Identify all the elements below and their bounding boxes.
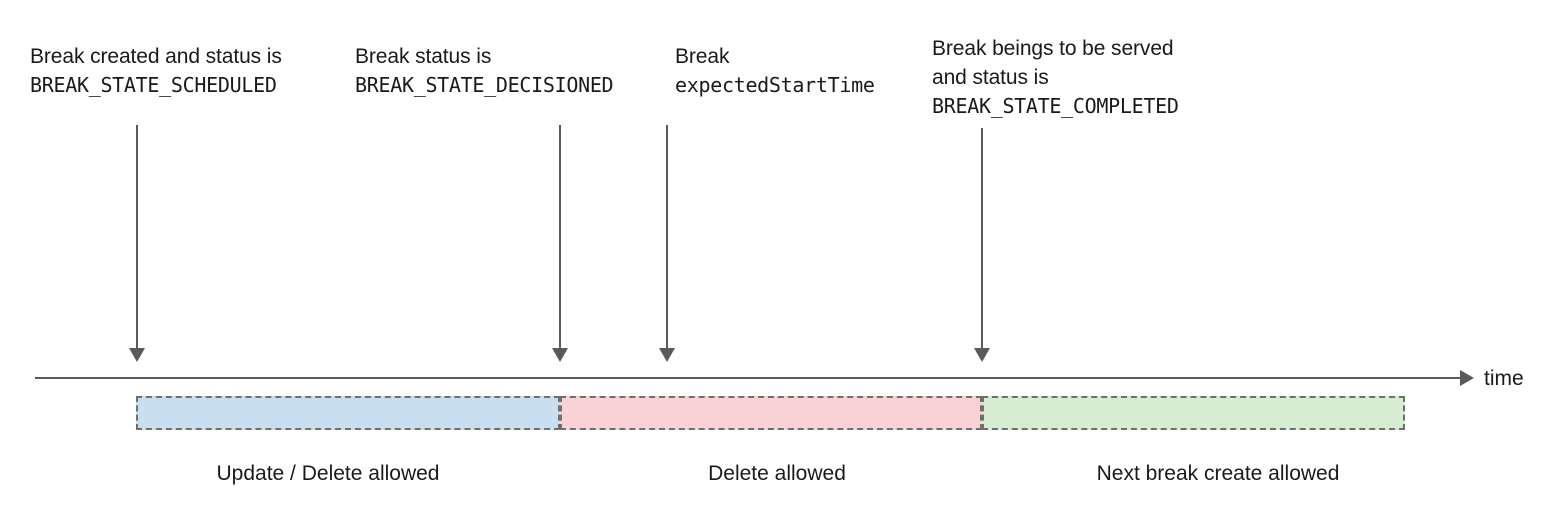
annotation-scheduled-line-1: Break created and status is	[30, 45, 282, 68]
arrow-right-icon	[1460, 370, 1474, 386]
annotation-completed-line-2: and status is	[932, 66, 1049, 89]
annotation-scheduled-code: BREAK_STATE_SCHEDULED	[30, 73, 277, 97]
annotation-expected-start-time: Break expectedStartTime	[675, 42, 875, 100]
annotation-expected-start-time-code: expectedStartTime	[675, 73, 875, 97]
phase-bar-next-break-create	[982, 396, 1405, 430]
phase-caption-next-break-create: Next break create allowed	[1096, 462, 1340, 485]
arrow-down-icon-decisioned	[552, 348, 568, 362]
annotation-decisioned-code: BREAK_STATE_DECISIONED	[355, 73, 614, 97]
phase-caption-delete: Delete allowed	[708, 462, 846, 485]
arrow-down-icon-completed	[974, 348, 990, 362]
arrow-down-icon-completed-shaft	[981, 128, 983, 349]
phase-caption-update-delete: Update / Delete allowed	[216, 462, 440, 485]
annotation-completed-code: BREAK_STATE_COMPLETED	[932, 94, 1179, 118]
annotation-expected-start-time-line-1: Break	[675, 45, 730, 68]
phase-bar-delete	[560, 396, 982, 430]
arrow-down-icon-decisioned-shaft	[559, 125, 561, 349]
phase-bar-update-delete	[136, 396, 560, 430]
annotation-completed: Break beings to be served and status is …	[932, 34, 1179, 121]
annotation-decisioned: Break status is BREAK_STATE_DECISIONED	[355, 42, 614, 100]
annotation-completed-line-1: Break beings to be served	[932, 37, 1174, 60]
annotation-decisioned-line-1: Break status is	[355, 45, 492, 68]
arrow-down-icon-scheduled	[129, 348, 145, 362]
arrow-down-icon-scheduled-shaft	[136, 125, 138, 349]
time-axis-label: time	[1484, 367, 1524, 390]
time-axis-line	[35, 377, 1472, 379]
arrow-down-icon-expected-start-time-shaft	[666, 125, 668, 349]
arrow-down-icon-expected-start-time	[659, 348, 675, 362]
annotation-scheduled: Break created and status is BREAK_STATE_…	[30, 42, 282, 100]
